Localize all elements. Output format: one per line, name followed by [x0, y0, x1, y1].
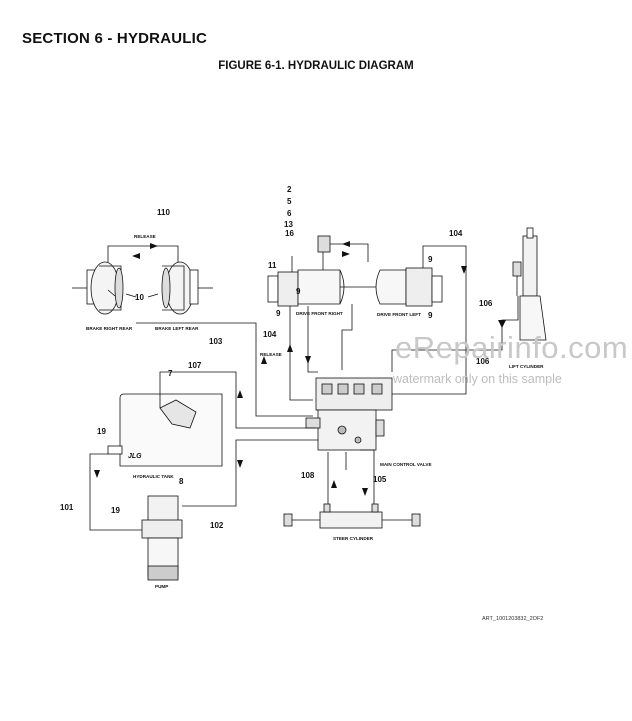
callout-11: 11: [268, 261, 277, 270]
callout-106-top: 106: [479, 299, 493, 308]
hydraulic-tank-label: HYDRAULIC TANK: [133, 474, 174, 479]
release-label-top: RELEASE: [134, 234, 156, 239]
drive-front-right-label: DRIVE FRONT RIGHT: [296, 311, 343, 316]
callout-108: 108: [301, 471, 315, 480]
brake-right-rear-label: BRAKE RIGHT REAR: [86, 326, 133, 331]
brake-left-rear-body: [161, 261, 213, 315]
callout-2: 2: [287, 185, 292, 194]
line-103: [136, 322, 313, 417]
line-106: [391, 296, 519, 372]
callout-8: 8: [179, 477, 184, 486]
pump-body: [141, 495, 183, 581]
callout-5: 5: [287, 197, 292, 206]
steer-cylinder-body: [283, 503, 421, 529]
lift-cylinder-body: [512, 227, 547, 341]
line-101: [89, 453, 148, 531]
callout-19-bottom: 19: [111, 506, 120, 515]
callout-9-left-top: 9: [428, 255, 433, 264]
release-label-mid: RELEASE: [260, 352, 282, 357]
line-102: [182, 439, 318, 507]
drive-front-left-label: DRIVE FRONT LEFT: [377, 312, 421, 317]
callout-10: 10: [135, 293, 144, 302]
tank-logo: JLG: [128, 453, 142, 460]
callout-7: 7: [168, 369, 173, 378]
drive-front-left-body: [375, 267, 443, 307]
callout-13: 13: [284, 220, 293, 229]
callout-104-mid: 104: [263, 330, 277, 339]
callout-9-right-top: 9: [296, 287, 301, 296]
callout-16: 16: [285, 229, 294, 238]
line-105: [360, 449, 375, 504]
brake-left-rear-label: BRAKE LEFT REAR: [155, 326, 199, 331]
callout-104-top: 104: [449, 229, 463, 238]
callout-6: 6: [287, 209, 292, 218]
pump-label: PUMP: [155, 584, 168, 589]
callout-101: 101: [60, 503, 74, 512]
section-title: SECTION 6 - HYDRAULIC: [22, 30, 208, 47]
callout-105: 105: [373, 475, 387, 484]
hydraulic-tank-body: [107, 393, 223, 467]
art-reference: ART_1001203832_2OF2: [482, 616, 544, 622]
line-104-top: [392, 245, 467, 395]
lift-cylinder-label: LIFT CYLINDER: [509, 364, 544, 369]
callout-110: 110: [157, 208, 170, 217]
line-108: [327, 452, 347, 504]
callout-103: 103: [209, 337, 223, 346]
callout-9-right-bottom: 9: [276, 309, 281, 318]
steer-cylinder-label: STEER CYLINDER: [333, 536, 374, 541]
watermark-main: eRepairinfo.com: [395, 330, 629, 365]
line-110: [107, 245, 179, 262]
callout-106-bottom: 106: [476, 357, 490, 366]
main-control-valve-body: [305, 377, 393, 451]
brake-right-rear-body: [72, 261, 124, 315]
callout-102: 102: [210, 521, 224, 530]
line-107: [159, 371, 316, 429]
watermark-sub: watermark only on this sample: [393, 372, 562, 386]
drive-front-right-body: [267, 269, 345, 307]
main-control-valve-label: MAIN CONTROL VALVE: [380, 462, 432, 467]
valve-16: [317, 235, 331, 253]
callout-107: 107: [188, 361, 202, 370]
figure-title: FIGURE 6-1. HYDRAULIC DIAGRAM: [218, 60, 414, 72]
callout-19-top: 19: [97, 427, 106, 436]
callout-9-left-bottom: 9: [428, 311, 433, 320]
line-104-mid: [289, 306, 313, 401]
